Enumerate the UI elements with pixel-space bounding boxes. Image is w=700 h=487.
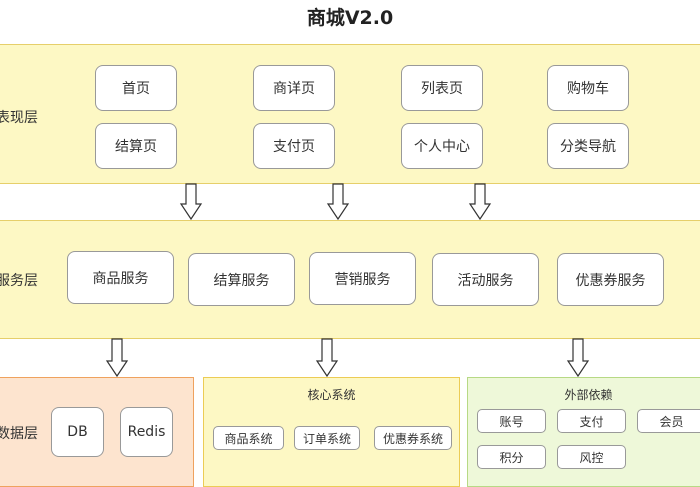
arrow-down-icon (326, 183, 350, 221)
core-item-product-system: 商品系统 (213, 426, 284, 450)
page-box-checkout: 结算页 (95, 123, 177, 169)
arrow-down-icon (105, 338, 129, 378)
page-box-home: 首页 (95, 65, 177, 111)
external-item-member: 会员 (637, 409, 700, 433)
data-layer-label: 数据层 (0, 426, 38, 442)
service-layer-label: 服务层 (0, 273, 38, 289)
external-item-risk-control: 风控 (557, 445, 626, 469)
store-box-redis: Redis (120, 407, 173, 457)
external-item-account: 账号 (477, 409, 546, 433)
service-box-checkout: 结算服务 (188, 253, 295, 306)
presentation-layer-label: 表现层 (0, 110, 38, 126)
service-box-marketing: 营销服务 (309, 252, 416, 305)
service-box-product: 商品服务 (67, 251, 174, 304)
page-box-profile: 个人中心 (401, 123, 483, 169)
arrow-down-icon (566, 338, 590, 378)
page-box-product-detail: 商详页 (253, 65, 335, 111)
arrow-down-icon (179, 183, 203, 221)
external-deps-title: 外部依赖 (564, 388, 613, 402)
page-box-cart: 购物车 (547, 65, 629, 111)
core-item-order-system: 订单系统 (294, 426, 360, 450)
external-item-points: 积分 (477, 445, 546, 469)
diagram-title: 商城V2.0 (306, 7, 394, 29)
service-box-coupon: 优惠券服务 (557, 253, 664, 306)
store-box-db: DB (51, 407, 104, 457)
core-systems-title: 核心系统 (307, 388, 356, 402)
arrow-down-icon (315, 338, 339, 378)
external-item-payment: 支付 (557, 409, 626, 433)
page-box-payment: 支付页 (253, 123, 335, 169)
page-box-category-nav: 分类导航 (547, 123, 629, 169)
arrow-down-icon (468, 183, 492, 221)
page-box-list: 列表页 (401, 65, 483, 111)
service-box-activity: 活动服务 (432, 253, 539, 306)
core-item-coupon-system: 优惠券系统 (374, 426, 452, 450)
